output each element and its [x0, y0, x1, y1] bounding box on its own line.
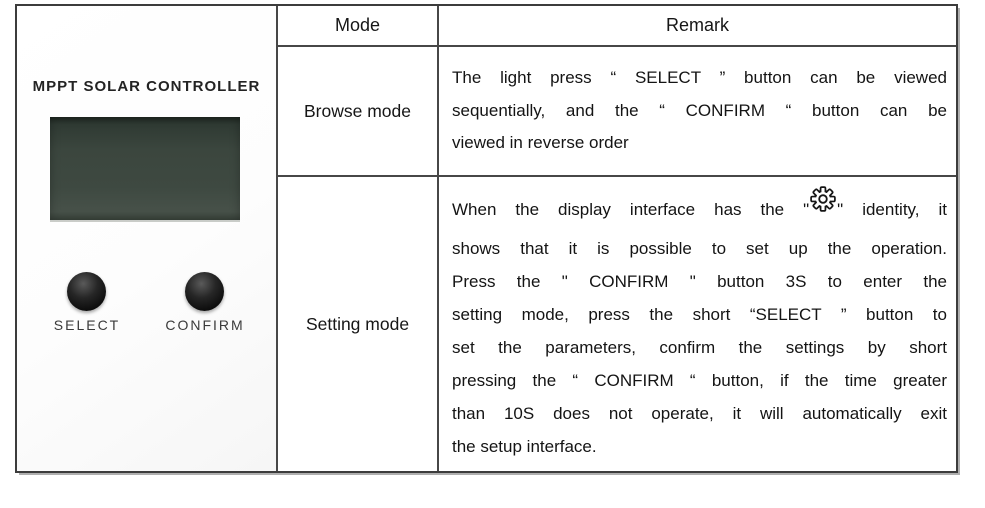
column-header-mode: Mode	[278, 6, 439, 47]
setting-remark-line1-prefix: When the display interface has the "	[452, 199, 810, 219]
setting-remark-line1-suffix: " identity, it	[837, 199, 948, 219]
browse-mode-label: Browse mode	[278, 47, 439, 177]
confirm-button	[185, 272, 224, 311]
controller-photo-panel: MPPT SOLAR CONTROLLER SELECT CONFIRM	[17, 6, 278, 471]
column-header-remark: Remark	[439, 6, 956, 47]
setting-remark-last-line: the setup interface.	[452, 436, 597, 456]
setting-mode-label: Setting mode	[278, 177, 439, 471]
browse-remark-lines: The light press “ SELECT ” button can be…	[452, 68, 947, 120]
lcd-screen	[50, 117, 240, 220]
browse-mode-remark: The light press “ SELECT ” button can be…	[439, 47, 956, 177]
mode-remark-table: MPPT SOLAR CONTROLLER SELECT CONFIRM Mod…	[15, 4, 958, 473]
setting-mode-remark: When the display interface has the " " i…	[439, 177, 956, 471]
gear-icon	[810, 185, 836, 212]
confirm-button-label: CONFIRM	[165, 317, 245, 333]
device-title: MPPT SOLAR CONTROLLER	[32, 78, 261, 95]
select-button	[67, 272, 106, 311]
setting-remark-line1: When the display interface has the " " i…	[452, 185, 948, 226]
browse-remark-last-line: viewed in reverse order	[452, 133, 629, 153]
select-button-label: SELECT	[53, 317, 121, 333]
setting-remark-lines: shows that it is possible to set up the …	[452, 238, 947, 423]
